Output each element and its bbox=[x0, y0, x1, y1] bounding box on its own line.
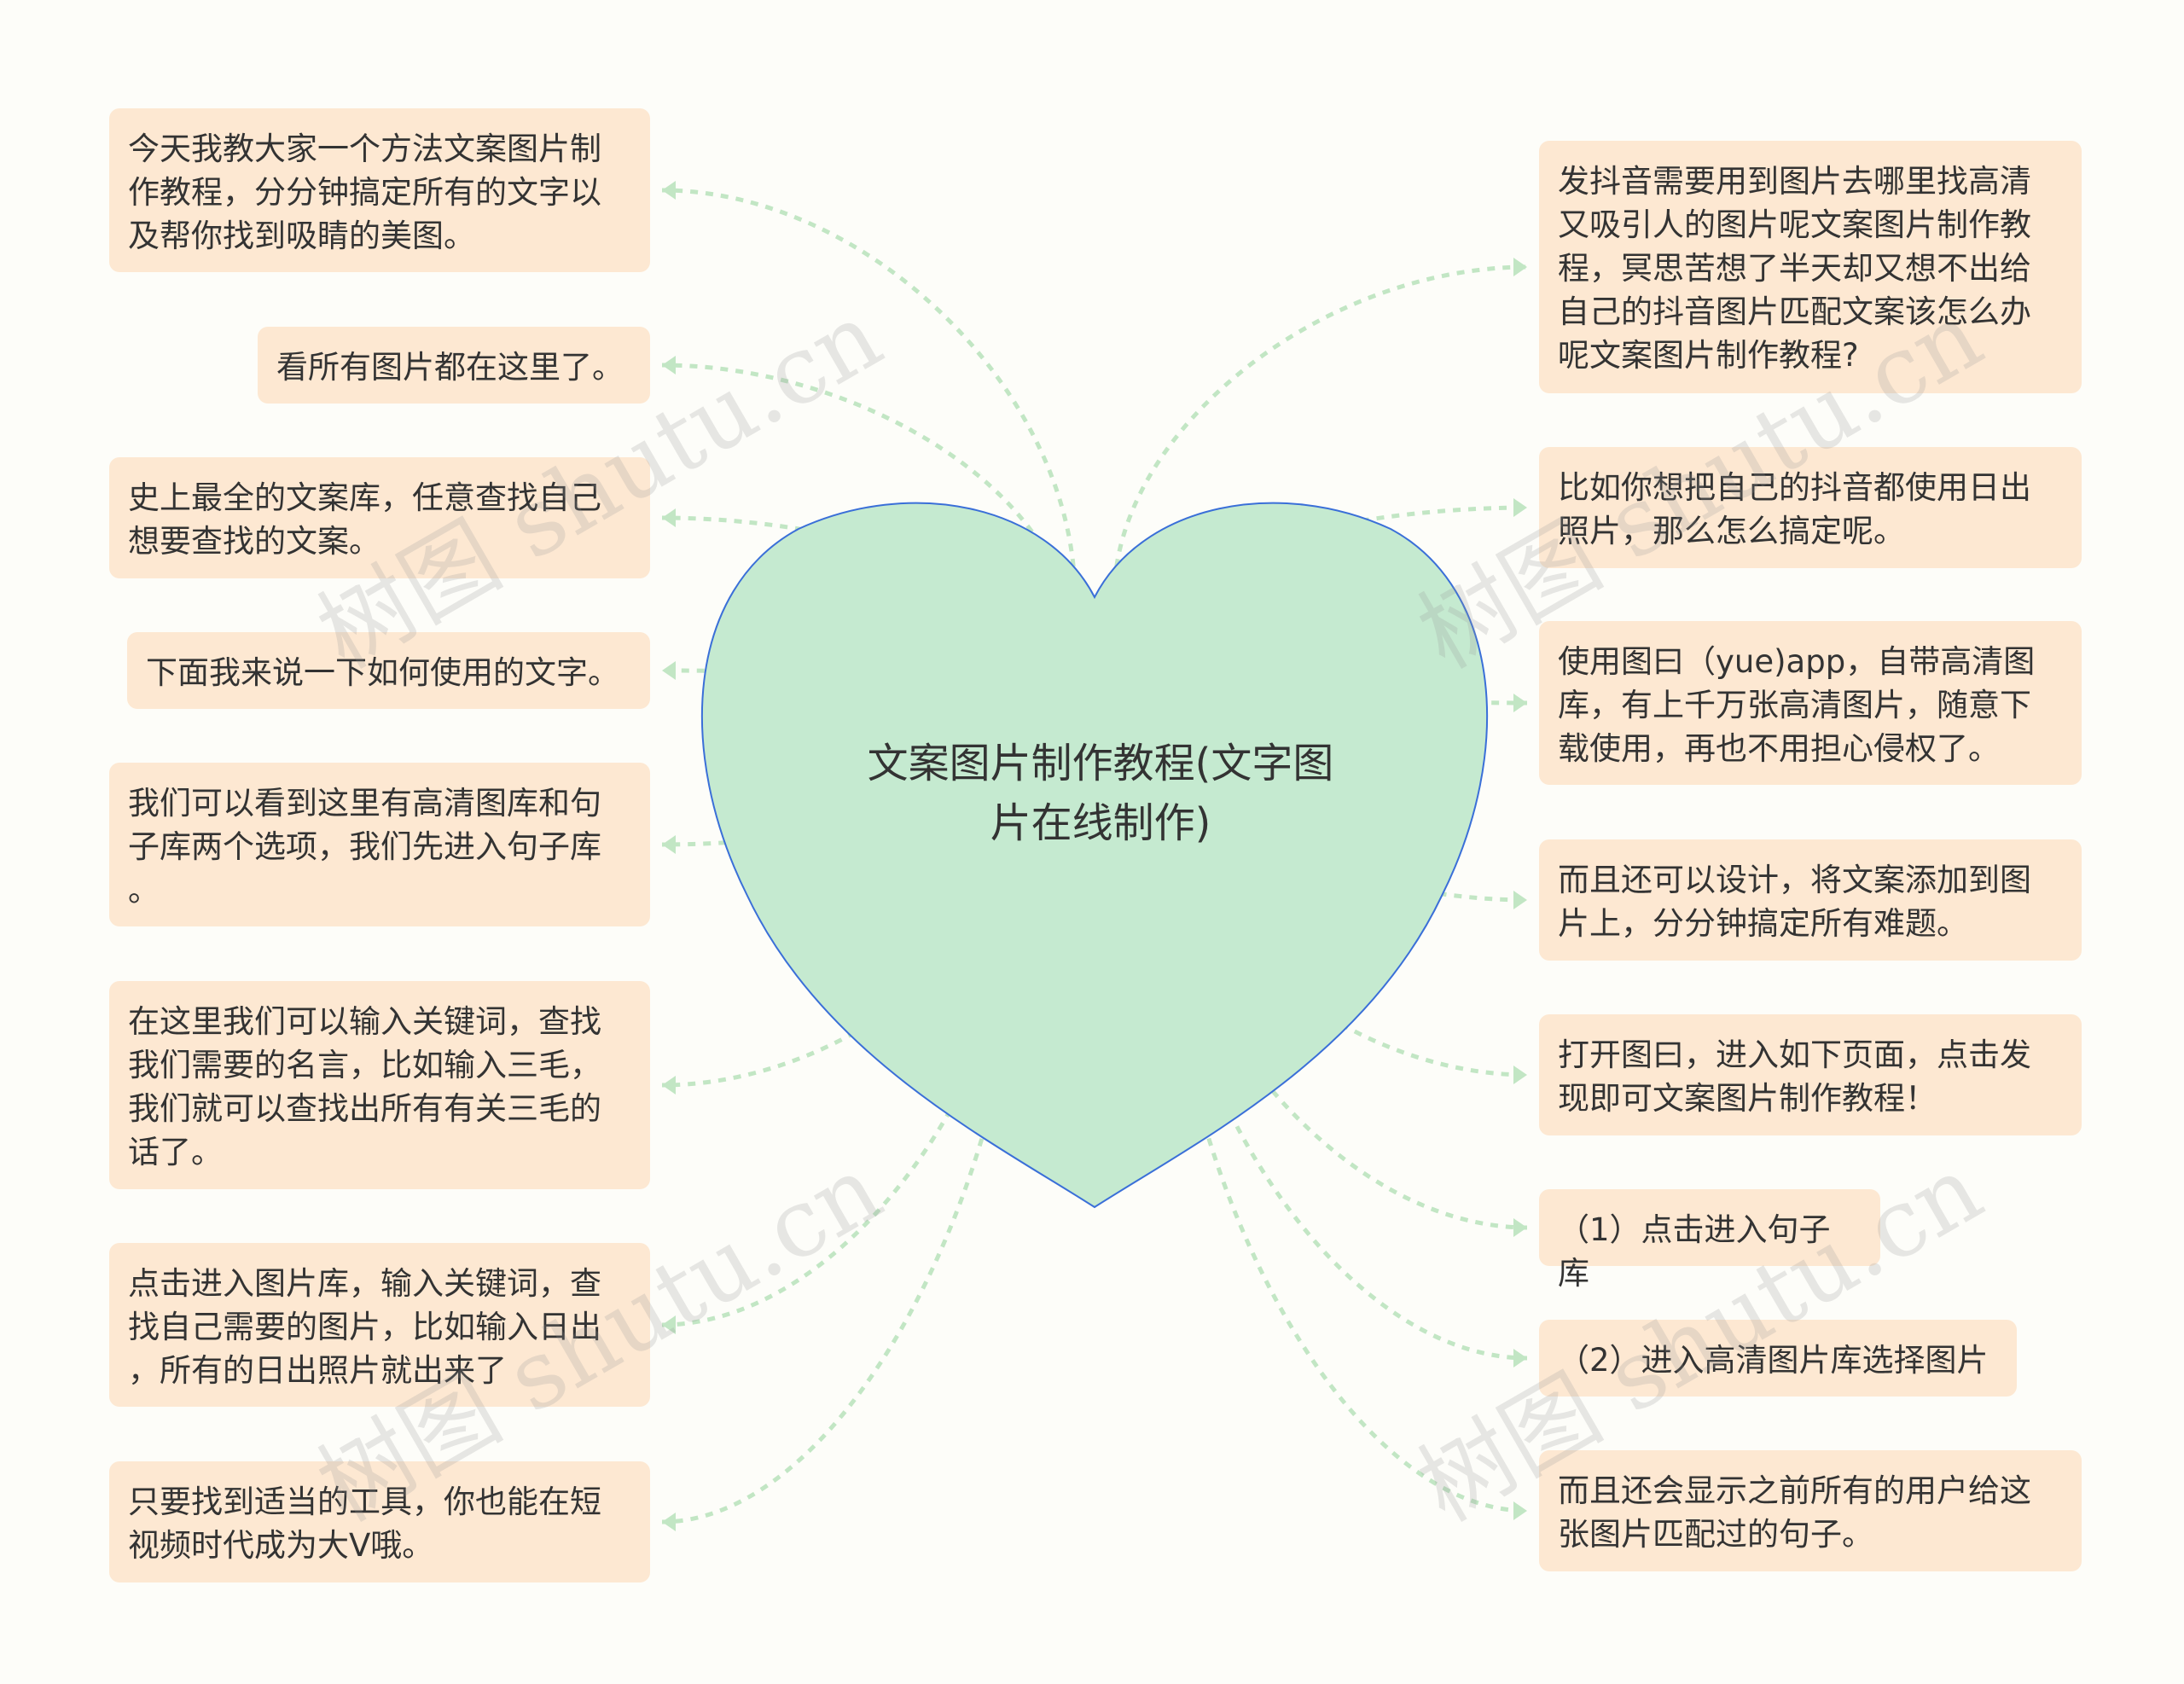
connector-arrow bbox=[662, 1076, 676, 1095]
connector-arrow bbox=[1513, 1066, 1527, 1084]
connector-arrow bbox=[1513, 1501, 1527, 1520]
connector-line bbox=[661, 363, 1071, 632]
connector-arrow bbox=[1513, 498, 1527, 517]
left-node-5[interactable]: 我们可以看到这里有高清图库和句 子库两个选项，我们先进入句子库 。 bbox=[109, 763, 650, 926]
connector-arrow bbox=[662, 1513, 676, 1531]
connector-arrow bbox=[662, 835, 676, 854]
right-node-8[interactable]: 而且还会显示之前所有的用户给这 张图片匹配过的句子。 bbox=[1539, 1450, 2082, 1571]
left-node-8[interactable]: 只要找到适当的工具，你也能在短 视频时代成为大V哦。 bbox=[109, 1461, 650, 1582]
connector-arrow bbox=[1513, 1349, 1527, 1368]
connector-line bbox=[1159, 835, 1528, 1513]
right-node-4[interactable]: 而且还可以设计，将文案添加到图 片上，分分钟搞定所有难题。 bbox=[1539, 839, 2082, 961]
connector-arrow bbox=[662, 1315, 676, 1334]
central-topic-title[interactable]: 文案图片制作教程(文字图 片在线制作) bbox=[867, 740, 1334, 847]
connector-arrow bbox=[1513, 1218, 1527, 1237]
connector-arrow bbox=[1513, 258, 1527, 276]
left-node-4[interactable]: 下面我来说一下如何使用的文字。 bbox=[127, 632, 650, 709]
left-node-3[interactable]: 史上最全的文案库，任意查找自己 想要查找的文案。 bbox=[109, 457, 650, 578]
connector-line bbox=[1153, 801, 1528, 1361]
right-node-7[interactable]: （2）进入高清图片库选择图片 bbox=[1539, 1320, 2017, 1397]
connector-arrow bbox=[662, 508, 676, 527]
central-heart-shape[interactable] bbox=[701, 502, 1488, 1209]
connector-arrow bbox=[1513, 891, 1527, 909]
connector-line bbox=[1132, 699, 1528, 903]
connector-arrow bbox=[662, 181, 676, 200]
connector-arrow bbox=[662, 661, 676, 680]
right-node-6[interactable]: （1）点击进入句子库 bbox=[1539, 1189, 1880, 1292]
connector-arrow bbox=[662, 356, 676, 375]
right-node-2[interactable]: 比如你想把自己的抖音都使用日出 照片，那么怎么搞定呢。 bbox=[1539, 447, 2082, 568]
left-node-6[interactable]: 在这里我们可以输入关键词，查找 我们需要的名言，比如输入三毛， 我们就可以查找出… bbox=[109, 981, 650, 1189]
right-node-5[interactable]: 打开图曰，进入如下页面，点击发 现即可文案图片制作教程！ bbox=[1539, 1014, 2082, 1135]
left-node-1[interactable]: 今天我教大家一个方法文案图片制 作教程，分分钟搞定所有的文字以 及帮你找到吸睛的… bbox=[109, 108, 650, 272]
connector-arrow bbox=[1513, 694, 1527, 712]
right-node-3[interactable]: 使用图曰（yue)app，自带高清图 库，有上千万张高清图片，随意下 载使用，再… bbox=[1539, 621, 2082, 785]
left-node-7[interactable]: 点击进入图片库，输入关键词，查 找自己需要的图片，比如输入日出 ，所有的日出照片… bbox=[109, 1243, 650, 1407]
connector-line bbox=[1139, 733, 1528, 1077]
left-node-2[interactable]: 看所有图片都在这里了。 bbox=[258, 327, 650, 404]
right-node-1[interactable]: 发抖音需要用到图片去哪里找高清 又吸引人的图片呢文案图片制作教 程，冥思苦想了半… bbox=[1539, 141, 2082, 393]
